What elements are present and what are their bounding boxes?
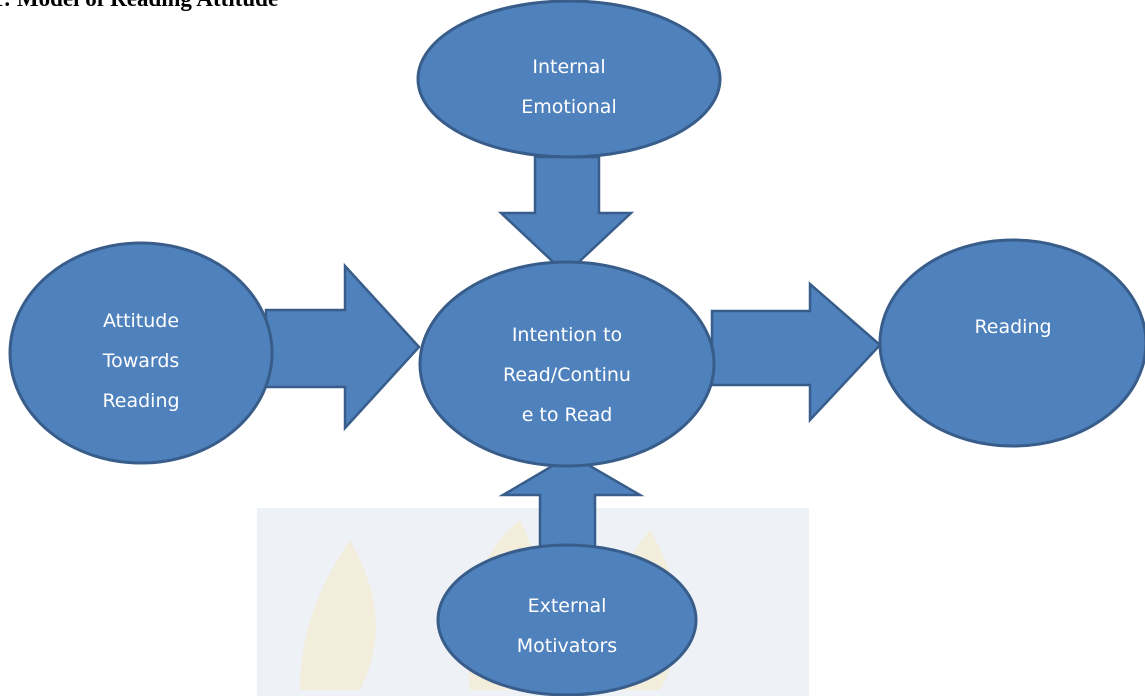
arrow-attitude-to-intention	[264, 262, 421, 432]
figure-title: e 1: Model of Reading Attitude	[0, 0, 278, 12]
attitude-label-line-2: Towards	[102, 350, 180, 372]
external-label-line-1: External	[528, 595, 607, 617]
intention-label-line-3: e to Read	[522, 404, 613, 426]
arrow-internal-to-intention	[497, 155, 635, 276]
internal-label-line-1: Internal	[532, 56, 605, 78]
attitude-label-line-3: Reading	[102, 390, 179, 412]
node-attitude-towards-reading	[8, 241, 274, 465]
node-reading	[878, 238, 1145, 448]
internal-label-line-2: Emotional	[521, 96, 616, 118]
external-label-line-2: Motivators	[517, 635, 617, 657]
node-external-motivators	[436, 543, 698, 696]
intention-label-line-2: Read/Continu	[503, 364, 631, 386]
intention-label-line-1: Intention to	[512, 324, 622, 346]
node-internal-emotional	[416, 0, 722, 159]
arrow-external-to-intention	[498, 453, 645, 557]
node-intention-to-read	[418, 260, 716, 468]
attitude-label-line-1: Attitude	[103, 310, 179, 332]
reading-label: Reading	[974, 316, 1051, 338]
arrow-intention-to-reading	[710, 281, 882, 424]
